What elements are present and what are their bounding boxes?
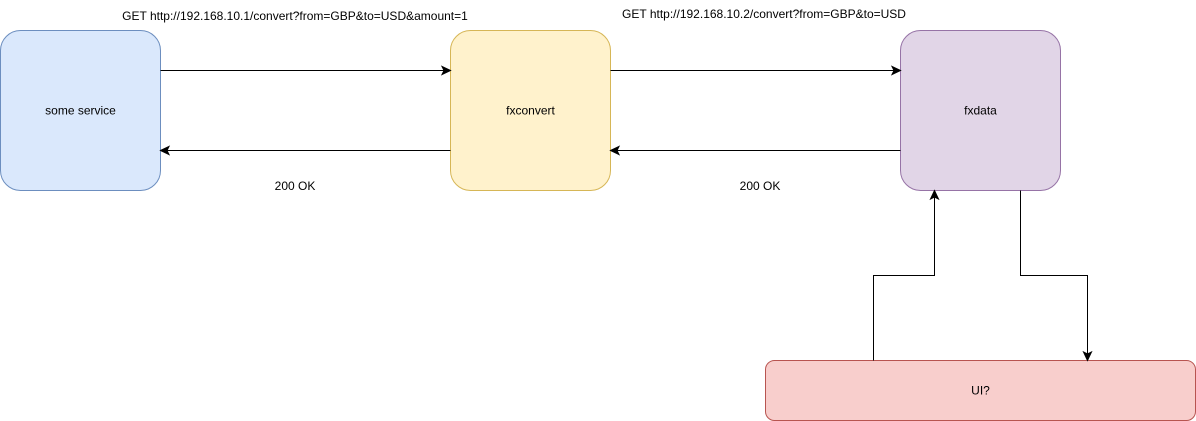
node-fxdata-label: fxdata [964,104,997,118]
edge-ui-to-fxdata [873,189,940,361]
edge-fxdata-to-ui-arrowhead [1082,350,1093,362]
node-ui[interactable]: UI? [765,360,1196,421]
edge-service-to-fxconvert-arrowhead [440,65,452,76]
edge-fxdata-to-fxconvert: 200 OK [609,145,901,193]
node-some-service[interactable]: some service [0,30,161,191]
edge-fxconvert-to-fxdata-arrowhead [890,65,902,76]
node-some-service-label: some service [45,104,116,118]
node-fxconvert-label: fxconvert [506,104,555,118]
edge-fxconvert-to-fxdata: GET http://192.168.10.2/convert?from=GBP… [610,7,906,76]
edge-fxdata-to-fxconvert-arrowhead [609,145,621,156]
edge-fxconvert-to-service-arrowhead [159,145,171,156]
node-ui-label: UI? [971,384,990,398]
edge-service-to-fxconvert: GET http://192.168.10.1/convert?from=GBP… [122,9,468,76]
node-fxconvert-box[interactable] [450,30,611,191]
edge-fxdata-to-fxconvert-label: 200 OK [740,179,781,193]
edge-fxconvert-to-service: 200 OK [159,145,451,193]
node-some-service-box[interactable] [0,30,161,191]
edge-service-to-fxconvert-label: GET http://192.168.10.1/convert?from=GBP… [122,9,468,23]
edge-fxdata-to-ui-line [1020,190,1088,354]
node-fxdata-box[interactable] [900,30,1061,191]
node-fxdata[interactable]: fxdata [900,30,1061,191]
edge-fxconvert-to-service-label: 200 OK [275,179,316,193]
edge-fxdata-to-ui [1020,190,1093,362]
edge-ui-to-fxdata-arrowhead [929,189,940,201]
edge-fxconvert-to-fxdata-label: GET http://192.168.10.2/convert?from=GBP… [622,7,906,21]
edge-ui-to-fxdata-line [873,197,935,361]
node-fxconvert[interactable]: fxconvert [450,30,611,191]
